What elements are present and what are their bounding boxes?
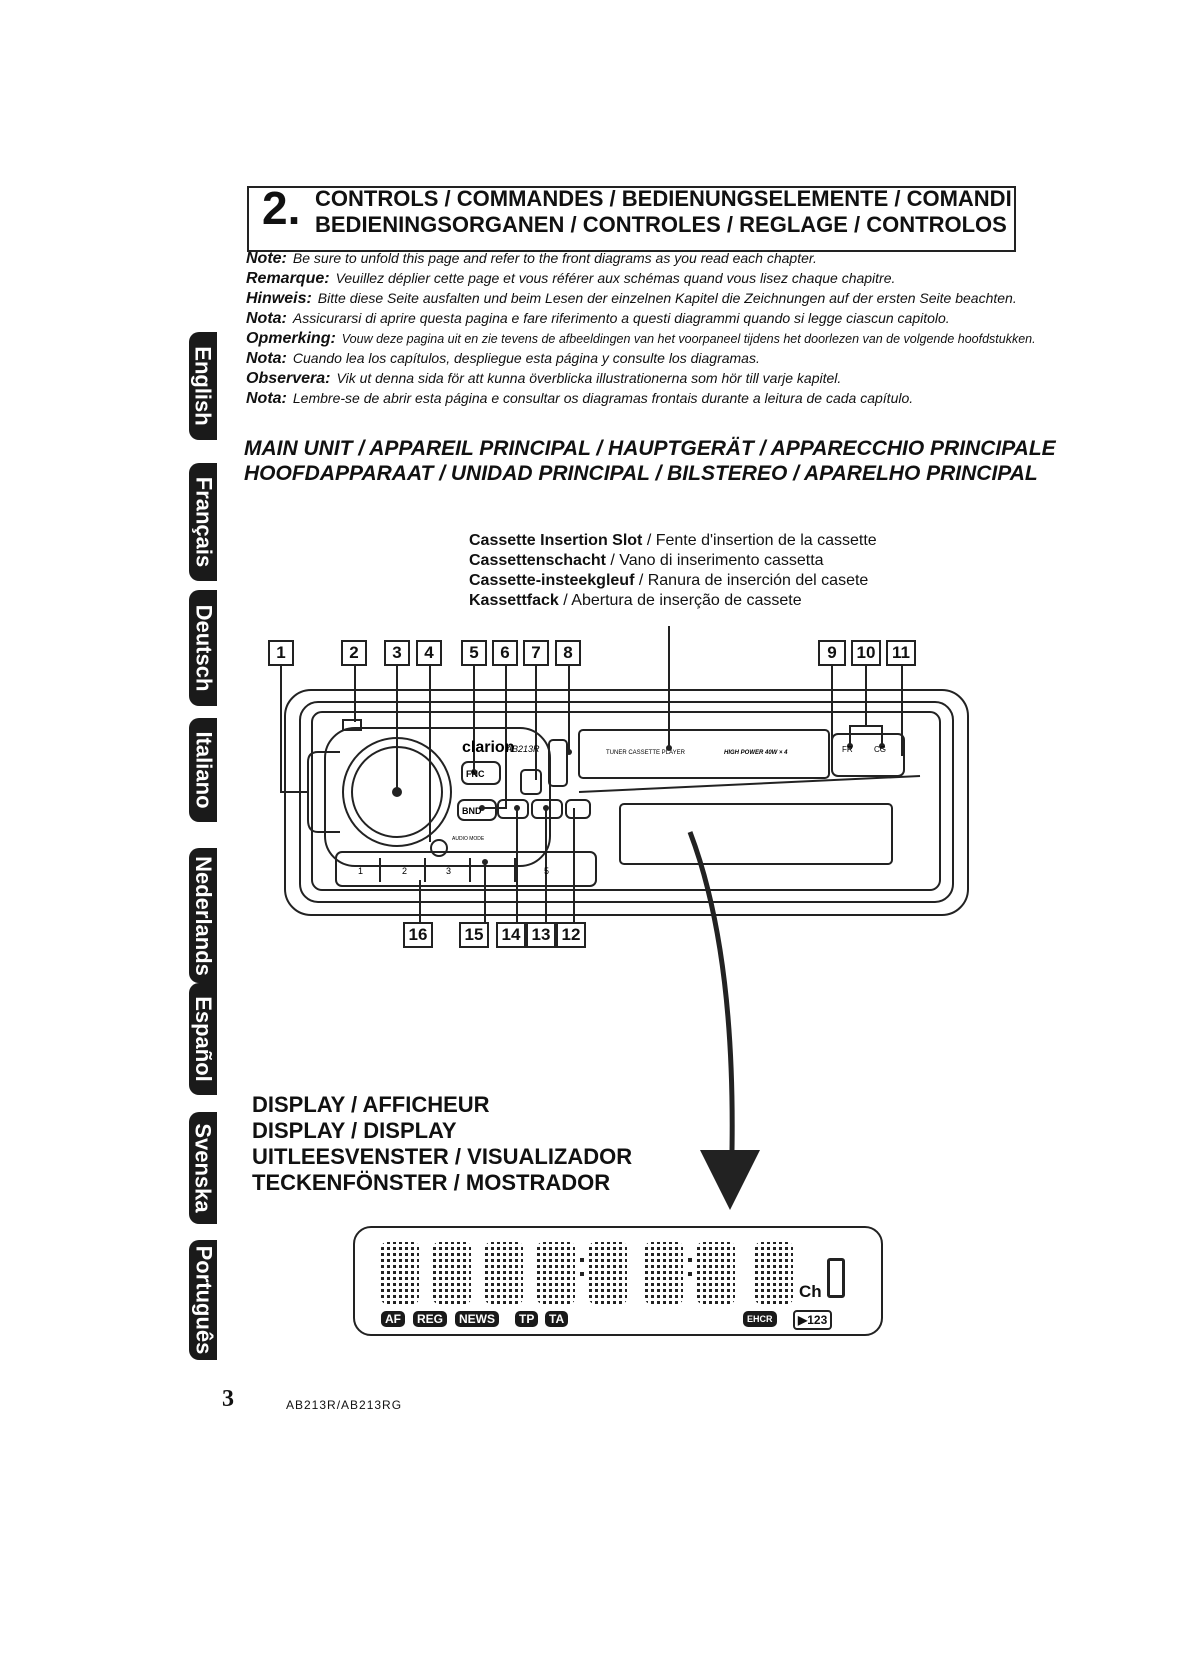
main-unit-title-line1: MAIN UNIT / APPAREIL PRINCIPAL / HAUPTGE… [244, 437, 1056, 460]
slot-print-text: TUNER CASSETTE PLAYER [606, 750, 686, 756]
slot-label-2: Cassettenschacht / Vano di inserimento c… [469, 552, 824, 569]
chapter-header-box [247, 186, 1016, 252]
lcd-digit [755, 1242, 793, 1304]
slot-label-3: Cassette-insteekgleuf / Ranura de inserc… [469, 572, 869, 589]
note-english: Note:Be sure to unfold this page and ref… [246, 250, 817, 267]
lcd-digit [697, 1242, 735, 1304]
callout-14: 14 [496, 922, 526, 948]
lcd-digit [537, 1242, 575, 1304]
bnd-label: BND [462, 806, 482, 816]
model-number: AB213R/AB213RG [286, 1398, 403, 1412]
lang-tab-svenska[interactable]: Svenska [189, 1112, 217, 1224]
preset-2-label: 2 [402, 866, 407, 876]
lcd-ta-indicator: TA [545, 1311, 569, 1327]
lang-tab-portugues[interactable]: Português [189, 1240, 217, 1360]
lang-tab-espanol[interactable]: Español [189, 983, 217, 1095]
fnc-label: FNC [466, 769, 485, 779]
note-spanish: Nota:Cuando lea los capítulos, despliegu… [246, 350, 760, 367]
lcd-ch-digit [827, 1258, 845, 1298]
lang-tab-deutsch[interactable]: Deutsch [189, 590, 217, 706]
unit-model-text: AB213R [505, 744, 540, 754]
chapter-number: 2. [262, 182, 301, 234]
lang-tab-nederlands[interactable]: Nederlands [189, 848, 217, 983]
lcd-af-indicator: AF [381, 1311, 405, 1327]
callout-15: 15 [459, 922, 489, 948]
lcd-tp-indicator: TP [515, 1311, 539, 1327]
lcd-ehcr-indicator: EHCR [743, 1311, 777, 1327]
cg-label: CG [874, 745, 886, 754]
lcd-news-indicator: NEWS [455, 1311, 499, 1327]
callout-9: 9 [818, 640, 846, 666]
note-dutch: Opmerking:Vouw deze pagina uit en zie te… [246, 330, 1036, 347]
lcd-digit [485, 1242, 523, 1304]
slot-label-4: Kassettfack / Abertura de inserção de ca… [469, 592, 802, 609]
preset-1-label: 1 [358, 866, 363, 876]
preset-5-label: 5 [544, 866, 549, 876]
note-portuguese: Nota:Lembre-se de abrir esta página e co… [246, 390, 914, 407]
callout-10: 10 [851, 640, 881, 666]
page-number: 3 [222, 1386, 234, 1412]
note-italian: Nota:Assicurarsi di aprire questa pagina… [246, 310, 950, 327]
callout-1: 1 [268, 640, 294, 666]
lang-tab-italiano[interactable]: Italiano [189, 718, 217, 822]
display-label-4: TECKENFÖNSTER / MOSTRADOR [252, 1170, 611, 1195]
callout-3: 3 [384, 640, 410, 666]
lcd-colon [580, 1258, 584, 1262]
lcd-digit [381, 1242, 419, 1304]
display-label-1: DISPLAY / AFFICHEUR [252, 1092, 490, 1117]
callout-16: 16 [403, 922, 433, 948]
lcd-mode-indicator: ▶123 [793, 1310, 833, 1330]
chapter-title-line2: BEDIENINGSORGANEN / CONTROLES / REGLAGE … [315, 212, 1007, 237]
lcd-digit [433, 1242, 471, 1304]
lcd-ch-label: Ch [799, 1282, 822, 1301]
preset-3-label: 3 [446, 866, 451, 876]
note-french: Remarque:Veuillez déplier cette page et … [246, 270, 896, 287]
callout-6: 6 [492, 640, 518, 666]
callout-8: 8 [555, 640, 581, 666]
lcd-colon [688, 1258, 692, 1262]
main-unit-title-line2: HOOFDAPPARAAT / UNIDAD PRINCIPAL / BILST… [244, 462, 1038, 485]
power-print-text: HIGH POWER 40W × 4 [724, 750, 788, 756]
callout-12: 12 [556, 922, 586, 948]
lcd-digit [589, 1242, 627, 1304]
callout-2: 2 [341, 640, 367, 666]
lcd-digit [645, 1242, 683, 1304]
callout-11: 11 [886, 640, 916, 666]
brand-logo: clarion [462, 739, 514, 756]
callout-13: 13 [526, 922, 556, 948]
fr-label: FR [842, 745, 853, 754]
chapter-title-line1: CONTROLS / COMMANDES / BEDIENUNGSELEMENT… [315, 186, 1012, 211]
note-german: Hinweis:Bitte diese Seite ausfalten und … [246, 290, 1017, 307]
callout-4: 4 [416, 640, 442, 666]
lcd-reg-indicator: REG [413, 1311, 448, 1327]
display-label-3: UITLEESVENSTER / VISUALIZADOR [252, 1144, 633, 1169]
lang-tab-english[interactable]: English [189, 332, 217, 440]
lang-tab-francais[interactable]: Français [189, 463, 217, 581]
slot-label-1: Cassette Insertion Slot / Fente d'insert… [469, 532, 877, 549]
lcd-display: Ch AF REG NEWS TP TA EHCR ▶123 [353, 1226, 883, 1336]
note-swedish: Observera:Vik ut denna sida för att kunn… [246, 370, 842, 387]
callout-7: 7 [523, 640, 549, 666]
callout-5: 5 [461, 640, 487, 666]
audio-mode-label: AUDIO MODE [452, 836, 485, 842]
display-label-2: DISPLAY / DISPLAY [252, 1118, 457, 1143]
